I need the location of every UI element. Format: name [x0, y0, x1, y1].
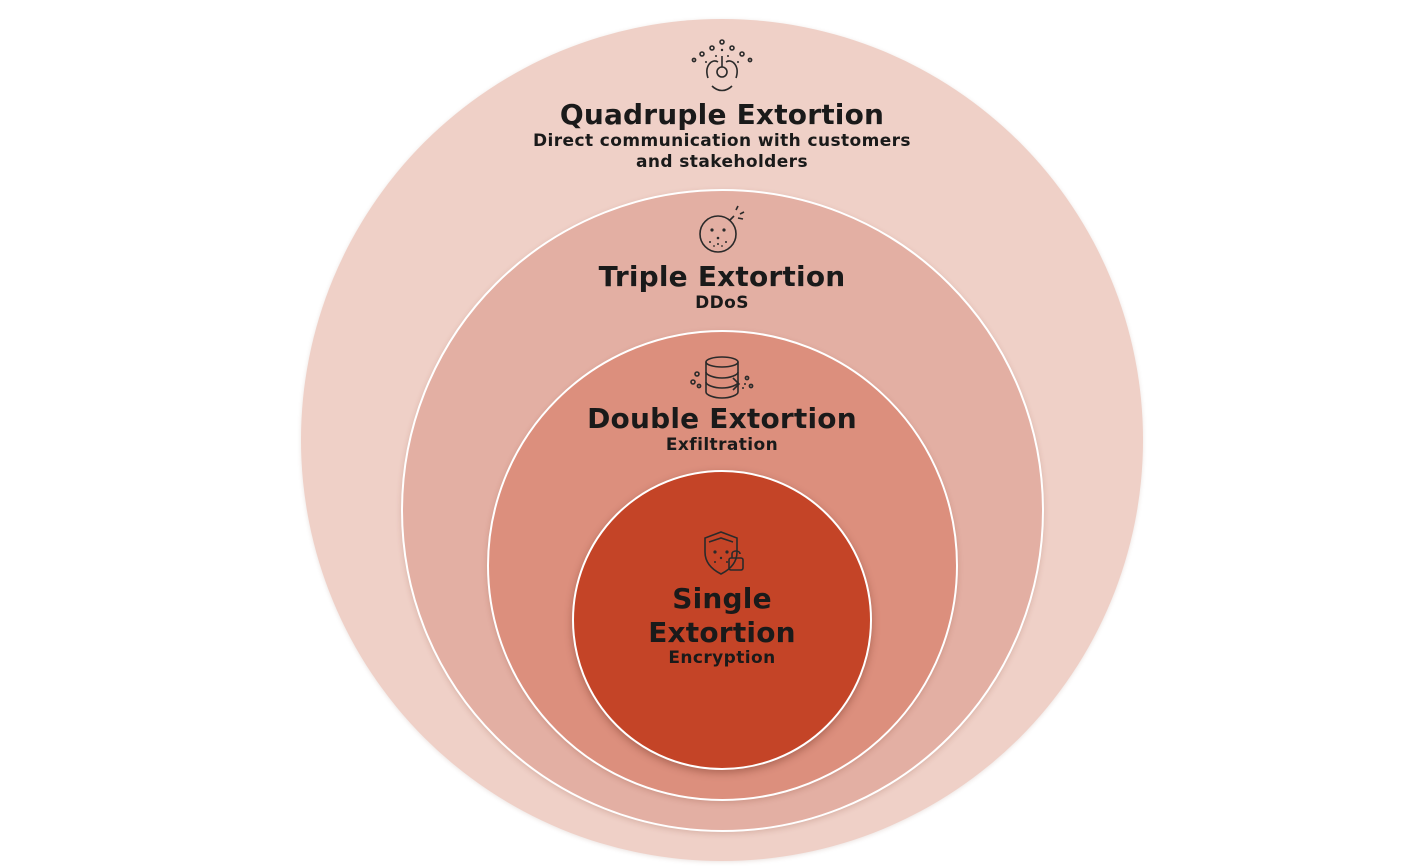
- single-extortion-subtitle: Encryption: [668, 648, 776, 668]
- double-extortion-subtitle: Exfiltration: [665, 434, 779, 455]
- quadruple-extortion-title: Quadruple Extortion: [559, 98, 885, 131]
- double-extortion-label: Double Extortion Exfiltration: [420, 354, 1024, 456]
- quadruple-extortion-subtitle-line1: Direct communication with customers: [533, 130, 911, 151]
- single-extortion-title-line1: Single: [672, 582, 772, 615]
- quadruple-extortion-subtitle-line2: and stakeholders: [636, 151, 808, 172]
- ring-single-extortion: [572, 470, 872, 770]
- double-extortion-title: Double Extortion: [587, 402, 857, 435]
- triple-extortion-subtitle: DDoS: [695, 292, 749, 313]
- triple-extortion-label: Triple Extortion DDoS: [420, 204, 1024, 314]
- database-icon: [690, 356, 754, 399]
- single-extortion-label: Single Extortion Encryption: [420, 530, 1024, 669]
- biohazard-icon: [691, 39, 753, 92]
- quadruple-extortion-label: Quadruple Extortion Direct communication…: [420, 36, 1024, 173]
- single-extortion-title-line2: Extortion: [648, 616, 796, 649]
- shield-lock-icon: [704, 531, 744, 575]
- triple-extortion-title: Triple Extortion: [598, 260, 846, 293]
- bomb-icon: [699, 205, 745, 253]
